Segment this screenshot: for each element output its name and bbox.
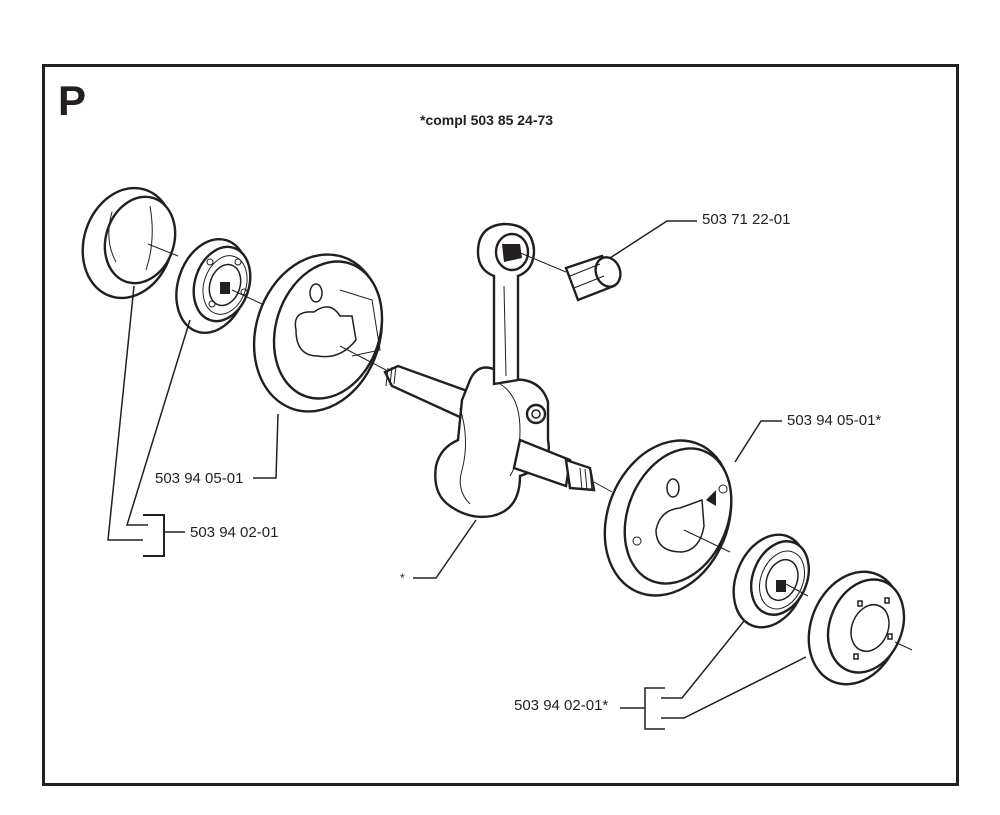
diagram-frame xyxy=(42,64,959,786)
part-label-needle-bearing: 503 71 22-01 xyxy=(702,211,791,228)
right-outer-ring xyxy=(807,570,906,686)
leader-lines xyxy=(107,220,807,730)
part-label-seal-right: 503 94 05-01* xyxy=(787,412,882,429)
right-seal-disc xyxy=(603,439,733,597)
part-label-crankshaft: * xyxy=(400,571,405,585)
part-label-bearing-right: 503 94 02-01* xyxy=(514,697,609,714)
part-label-seal-left: 503 94 05-01 xyxy=(155,470,244,487)
left-outer-ring xyxy=(81,186,177,300)
part-label-bearing-left: 503 94 02-01 xyxy=(190,524,279,541)
left-ball-bearing xyxy=(175,237,252,335)
needle-bearing xyxy=(564,254,622,302)
left-seal-disc xyxy=(252,253,384,413)
right-ball-bearing xyxy=(732,533,810,629)
crankshaft xyxy=(383,222,596,519)
assembly-axis-lines xyxy=(147,243,913,651)
assembly-note: *compl 503 85 24-73 xyxy=(420,112,554,128)
section-letter: P xyxy=(58,77,87,124)
